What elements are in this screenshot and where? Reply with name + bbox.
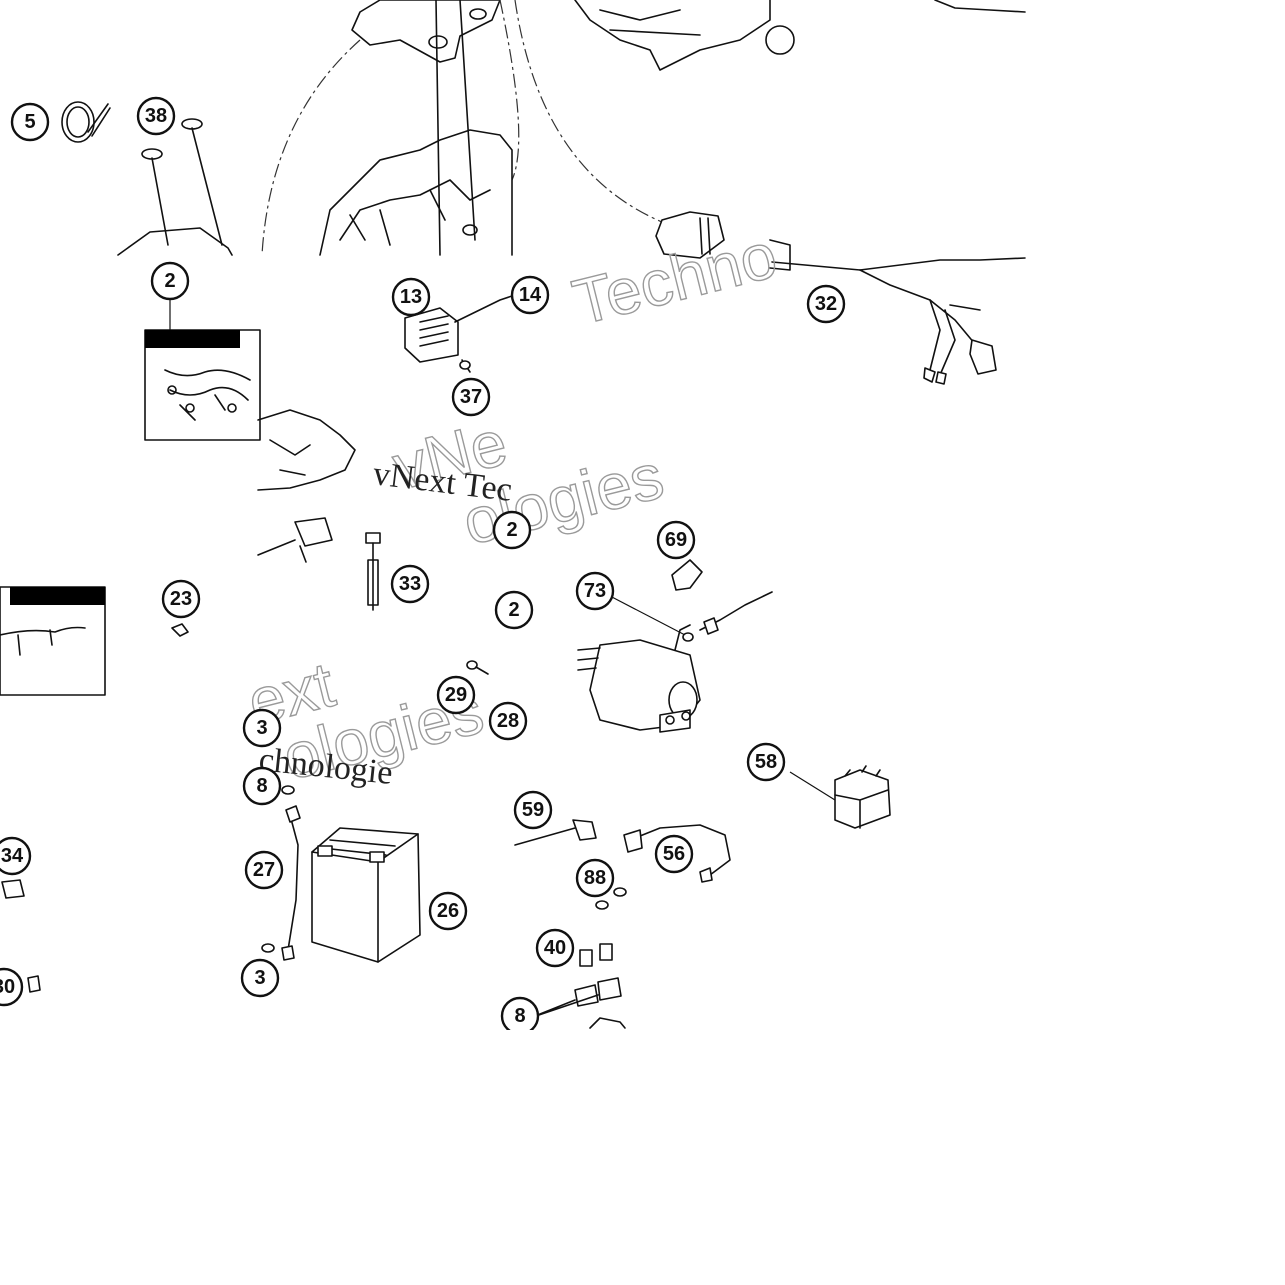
- svg-text:3: 3: [256, 717, 267, 739]
- callout-13: 13: [391, 277, 431, 317]
- callout-58: 58: [746, 742, 786, 782]
- callout-23: 23: [161, 579, 201, 619]
- callout-37: 37: [451, 377, 491, 417]
- svg-text:34: 34: [1, 845, 24, 867]
- headlight-mask-part: [319, 129, 513, 256]
- bolt-part: [466, 660, 489, 675]
- detail-arc: [261, 39, 361, 256]
- svg-text:37: 37: [460, 386, 482, 408]
- voltage-regulator-part: [404, 295, 513, 373]
- callout-30: 30: [0, 967, 24, 1007]
- callout-5: 5: [10, 102, 50, 142]
- callout-partial: [765, 25, 795, 55]
- battery-cable-part: [514, 819, 731, 883]
- svg-text:13: 13: [400, 286, 422, 308]
- instrument-cluster-part: [574, 0, 771, 71]
- blank-area-right: [1030, 0, 1285, 1285]
- wire-top-right: [934, 0, 1026, 13]
- cap-part: [671, 559, 703, 591]
- detail-arc-right: [499, 0, 520, 181]
- callout-88: 88: [575, 858, 615, 898]
- ecu-bracket-part: [351, 0, 501, 256]
- connector-part: [655, 211, 791, 271]
- callout-34: 34: [0, 836, 32, 876]
- callout-38: 38: [136, 96, 176, 136]
- svg-text:14: 14: [519, 284, 542, 306]
- cable-part: [699, 591, 773, 635]
- screws-88-part: [595, 887, 627, 910]
- svg-text:8: 8: [514, 1005, 525, 1027]
- callout-2b: 2: [492, 510, 532, 550]
- callout-2: 2: [150, 261, 190, 301]
- callout-32: 32: [806, 284, 846, 324]
- callout-28: 28: [488, 701, 528, 741]
- svg-text:2: 2: [508, 599, 519, 621]
- callout-69: 69: [656, 520, 696, 560]
- main-harness-part: [771, 257, 1026, 385]
- svg-text:38: 38: [145, 105, 167, 127]
- callout-27: 27: [244, 850, 284, 890]
- harness-inset-left: [0, 586, 106, 696]
- callout-8b: 8: [500, 996, 540, 1036]
- callout-14: 14: [510, 275, 550, 315]
- svg-text:2: 2: [506, 519, 517, 541]
- callout-73: 73: [575, 571, 615, 611]
- svg-text:28: 28: [497, 710, 519, 732]
- wiring-harness-inset: [144, 329, 261, 441]
- svg-text:3: 3: [254, 967, 265, 989]
- detail-arc-2: [514, 0, 663, 223]
- svg-text:23: 23: [170, 588, 192, 610]
- ground-cable-part: [281, 805, 301, 961]
- small-parts-left: [1, 879, 41, 993]
- headlight-detail-part: [257, 409, 356, 491]
- callout-40: 40: [535, 928, 575, 968]
- fuse-box-part: [529, 977, 626, 1029]
- svg-text:8: 8: [256, 775, 267, 797]
- screw-part: [141, 118, 223, 246]
- callout-33: 33: [390, 564, 430, 604]
- starter-relay-part: [789, 765, 891, 829]
- cable-tie-part: [61, 101, 111, 143]
- svg-text:2: 2: [164, 270, 175, 292]
- svg-text:88: 88: [584, 867, 606, 889]
- battery-part: [311, 827, 421, 963]
- svg-text:58: 58: [755, 751, 777, 773]
- svg-text:5: 5: [24, 111, 35, 133]
- fuse-part: [365, 532, 381, 611]
- callout-3: 3: [242, 708, 282, 748]
- callout-8: 8: [242, 766, 282, 806]
- callout-3b: 3: [240, 958, 280, 998]
- fuses-40-part: [579, 943, 613, 967]
- callout-29: 29: [436, 675, 476, 715]
- svg-text:30: 30: [0, 976, 15, 998]
- svg-text:26: 26: [437, 900, 459, 922]
- svg-text:69: 69: [665, 529, 687, 551]
- nuts-part: [261, 785, 295, 953]
- callout-59: 59: [513, 790, 553, 830]
- sensor-connector-part: [257, 517, 333, 563]
- svg-text:32: 32: [815, 293, 837, 315]
- svg-text:40: 40: [544, 937, 566, 959]
- callout-56: 56: [654, 834, 694, 874]
- rear-panel-part: [117, 227, 233, 256]
- nut-part: [682, 632, 694, 642]
- svg-text:59: 59: [522, 799, 544, 821]
- svg-text:73: 73: [584, 580, 606, 602]
- svg-text:27: 27: [253, 859, 275, 881]
- starter-motor-part: [577, 624, 701, 733]
- svg-text:29: 29: [445, 684, 467, 706]
- clip-part: [171, 623, 189, 637]
- svg-text:56: 56: [663, 843, 685, 865]
- svg-text:33: 33: [399, 573, 421, 595]
- callout-26: 26: [428, 891, 468, 931]
- callout-2c: 2: [494, 590, 534, 630]
